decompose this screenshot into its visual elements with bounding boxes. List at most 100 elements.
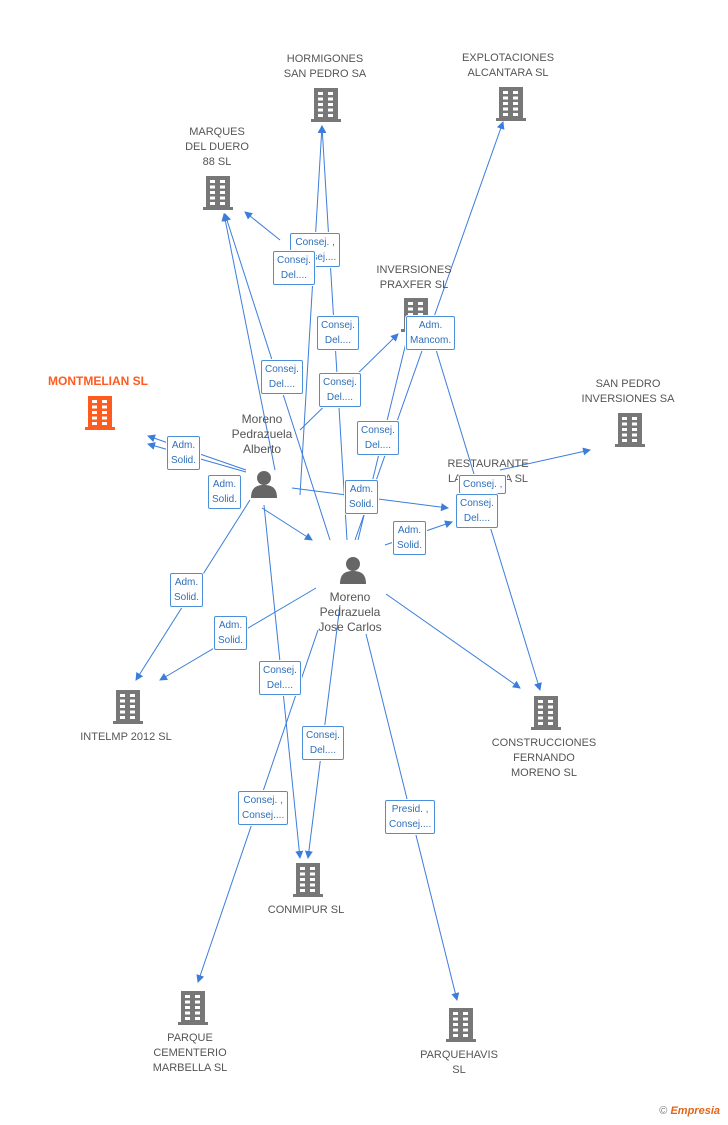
conmipur-label[interactable]: CONMIPUR SL (267, 904, 345, 916)
building-window (408, 313, 413, 316)
footer: © Empresia (659, 1105, 720, 1117)
brand-logo[interactable]: Empresia (670, 1105, 720, 1117)
building-window (92, 422, 97, 425)
role-badge[interactable]: Adm. Solid. (170, 573, 204, 607)
building-window (120, 710, 125, 714)
hormigones-label[interactable]: HORMIGONES SAN PEDRO SA (283, 53, 367, 80)
edge-layer (135, 121, 591, 1001)
building-window (538, 705, 543, 709)
building-window (622, 422, 627, 426)
building-window (503, 96, 508, 100)
construcciones-label[interactable]: CONSTRUCCIONES FERNANDO MORENO SL (491, 737, 597, 779)
building-window (185, 1011, 190, 1015)
explotaciones-building-icon[interactable] (496, 87, 526, 121)
building-window (120, 699, 125, 703)
building-window (220, 196, 225, 200)
building-window (318, 103, 323, 106)
building-window (318, 114, 323, 117)
san-pedro-inv-building-icon[interactable] (615, 413, 645, 447)
building-window (195, 1017, 200, 1020)
building-window (632, 422, 637, 426)
role-badge[interactable]: Consej. , (459, 475, 507, 494)
building-window (310, 889, 315, 892)
san-pedro-inv-label[interactable]: SAN PEDRO INVERSIONES SA (581, 378, 675, 405)
building-window (102, 411, 107, 414)
building-window (503, 102, 508, 105)
building-window (503, 91, 508, 94)
parque-building-icon[interactable] (178, 991, 208, 1025)
parquehavis-building-icon[interactable] (446, 1008, 476, 1042)
role-badge[interactable]: Presid. , Consej.... (385, 800, 436, 834)
role-badge[interactable]: Consej. , Consej.... (238, 791, 289, 825)
role-badge[interactable]: Adm. Mancom. (406, 316, 456, 350)
building-window (185, 1017, 190, 1020)
role-badge[interactable]: Adm. Solid. (393, 521, 427, 555)
building-window (130, 705, 135, 708)
role-badge[interactable]: Consej. Del.... (302, 726, 344, 760)
building-window (185, 1006, 190, 1009)
hormigones-building-icon[interactable] (311, 88, 341, 122)
role-badge[interactable]: Consej. Del.... (273, 251, 315, 285)
building-window (328, 103, 333, 106)
montmelian-label[interactable]: MONTMELIAN SL (48, 374, 148, 388)
parquehavis-label[interactable]: PARQUEHAVIS SL (420, 1049, 498, 1076)
relation-edge (385, 593, 521, 689)
building-window (220, 185, 225, 189)
building-window (220, 202, 225, 205)
role-badge[interactable]: Adm. Solid. (214, 616, 248, 650)
building-window (102, 405, 107, 409)
building-window (92, 405, 97, 409)
explotaciones-label[interactable]: EXPLOTACIONES ALCANTARA SL (461, 52, 555, 79)
building-window (463, 1034, 468, 1037)
building-window (622, 433, 627, 437)
role-badge[interactable]: Consej. Del.... (261, 360, 303, 394)
building-window (310, 867, 315, 870)
building-window (453, 1034, 458, 1037)
alberto-label[interactable]: Moreno Pedrazuela Alberto (231, 412, 293, 456)
construcciones-building-icon[interactable] (531, 696, 561, 730)
role-badge[interactable]: Consej. Del.... (319, 373, 361, 407)
building-window (185, 995, 190, 998)
role-badge[interactable]: Adm. Solid. (345, 480, 379, 514)
role-badge[interactable]: Adm. Solid. (167, 436, 201, 470)
jose-carlos-person-icon[interactable] (340, 557, 366, 584)
marques-building-icon[interactable] (203, 176, 233, 210)
building-window (513, 91, 518, 94)
jose-carlos-label[interactable]: Moreno Pedrazuela Jose Carlos (318, 590, 382, 634)
intelmp-building-icon[interactable] (113, 690, 143, 724)
role-badge[interactable]: Consej. Del.... (456, 494, 498, 528)
building-window (210, 180, 215, 183)
building-window (130, 716, 135, 719)
building-window (503, 107, 508, 111)
building-window (548, 711, 553, 714)
role-badge[interactable]: Adm. Solid. (208, 475, 242, 509)
building-window (538, 700, 543, 703)
building-window (418, 307, 423, 311)
building-window (210, 185, 215, 189)
role-badge[interactable]: Consej. Del.... (259, 661, 301, 695)
building-window (130, 699, 135, 703)
building-window (622, 428, 627, 431)
building-window (310, 872, 315, 876)
marques-label[interactable]: MARQUES DEL DUERO 88 SL (185, 126, 249, 168)
building-window (622, 439, 627, 442)
relation-edge (499, 447, 591, 471)
building-window (120, 716, 125, 719)
montmelian-building-icon[interactable] (85, 396, 115, 430)
node-layer (85, 87, 645, 1042)
alberto-person-icon[interactable] (251, 471, 277, 498)
intelmp-label[interactable]: INTELMP 2012 SL (80, 731, 172, 743)
building-window (318, 92, 323, 95)
building-window (300, 878, 305, 881)
building-window (463, 1017, 468, 1021)
conmipur-building-icon[interactable] (293, 863, 323, 897)
building-window (453, 1017, 458, 1021)
building-window (195, 995, 200, 998)
parque-label[interactable]: PARQUE CEMENTERIO MARBELLA SL (152, 1032, 228, 1074)
role-badge[interactable]: Consej. Del.... (317, 316, 359, 350)
inversiones-praxfer-label[interactable]: INVERSIONES PRAXFER SL (376, 264, 452, 291)
building-window (632, 433, 637, 437)
building-window (328, 97, 333, 101)
role-badge[interactable]: Consej. Del.... (357, 421, 399, 455)
building-window (548, 722, 553, 725)
